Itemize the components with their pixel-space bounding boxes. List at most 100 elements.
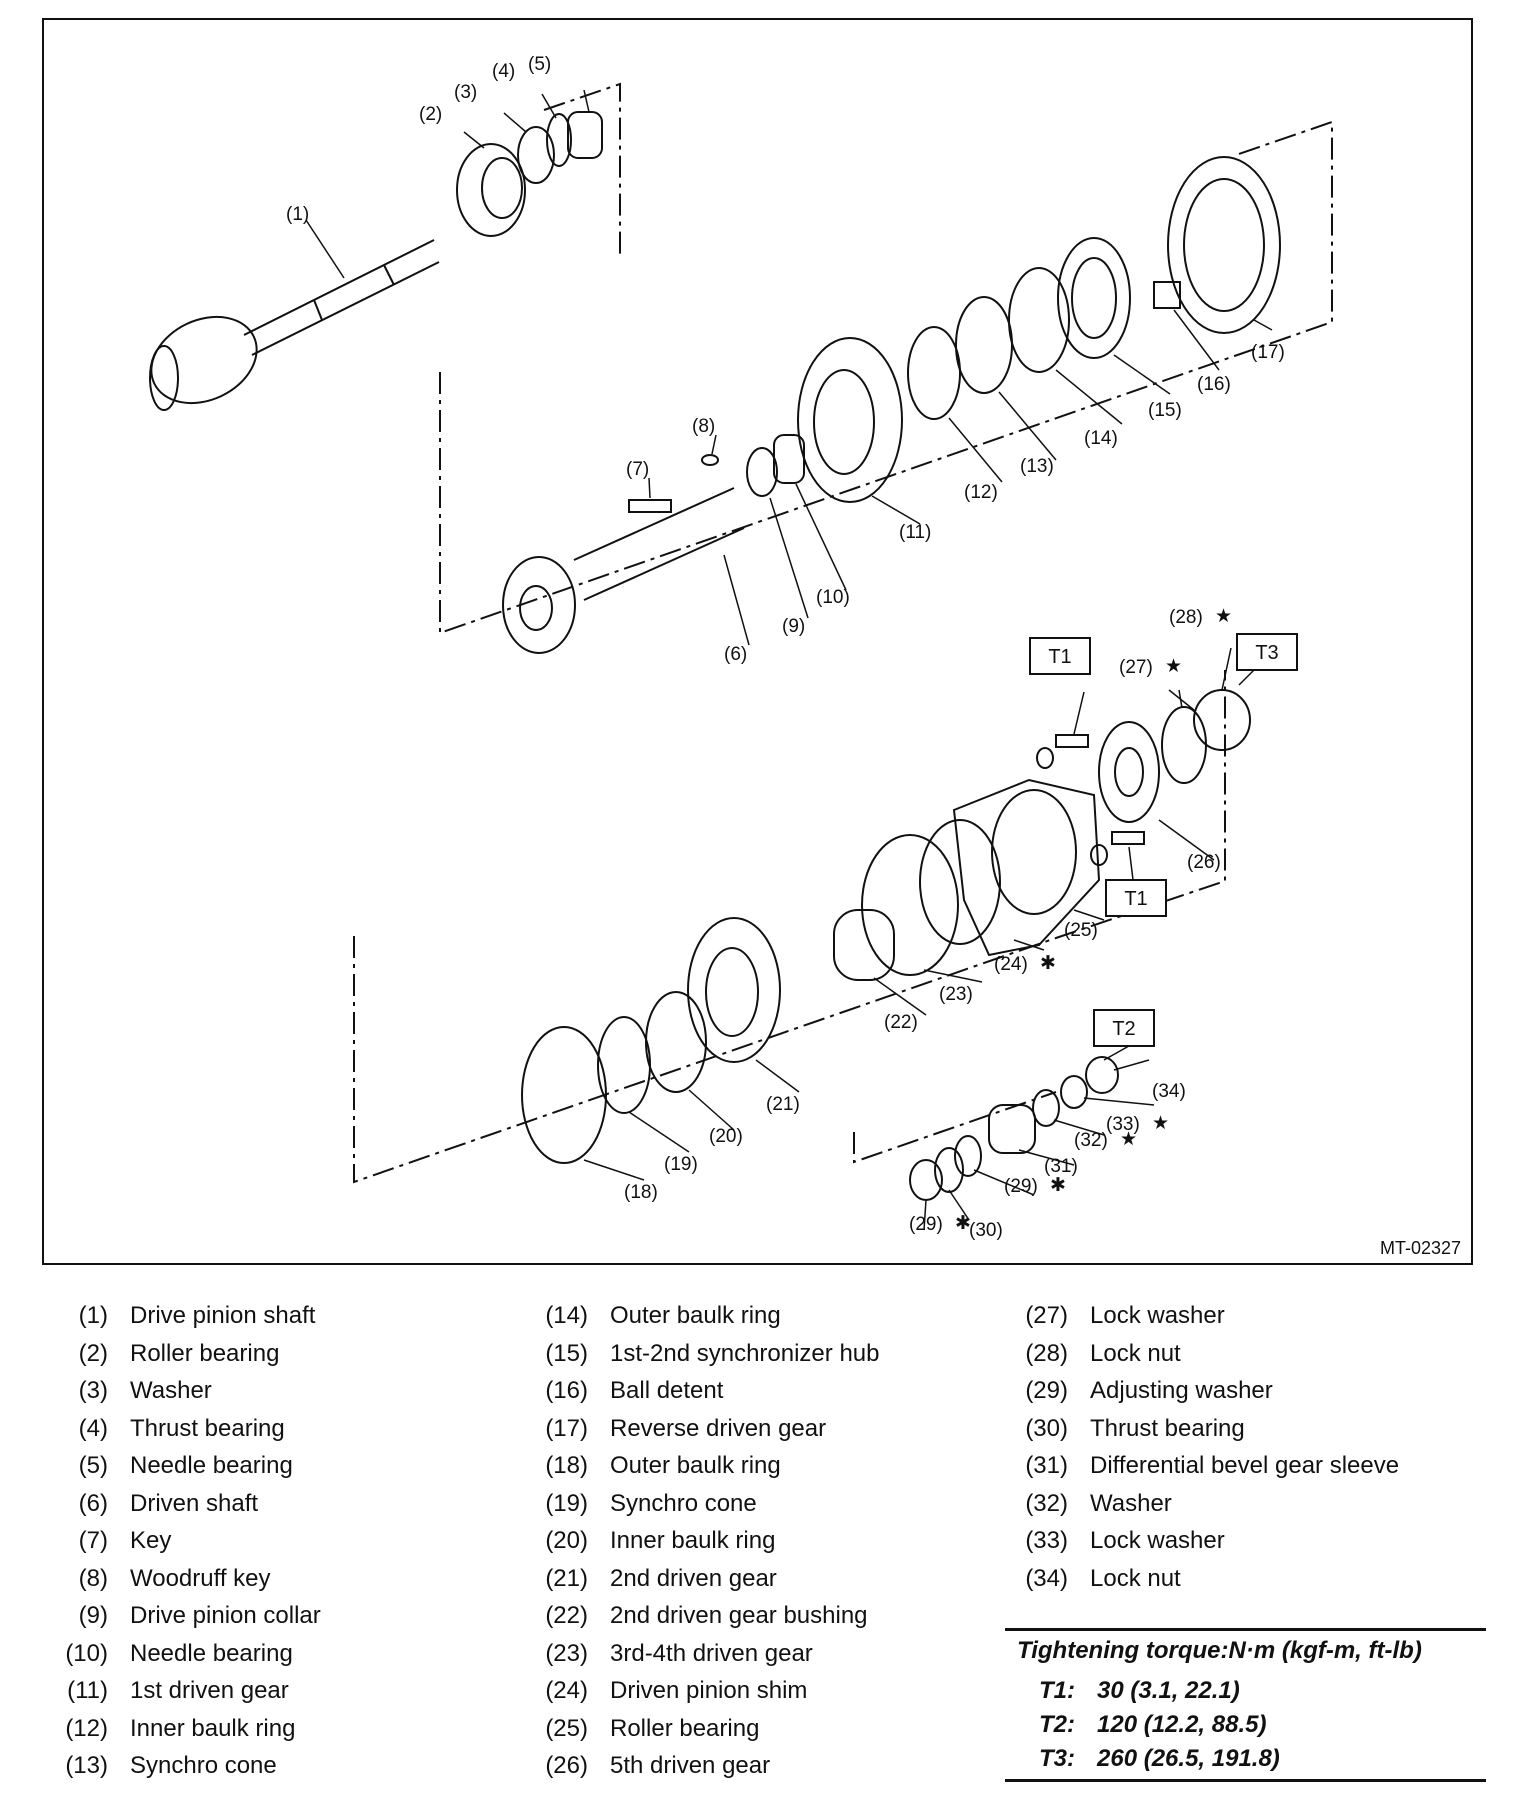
bolt-lower-part — [1111, 831, 1145, 845]
bevel-gear-sleeve-part — [988, 1104, 1036, 1154]
torque-key: T3: — [1039, 1745, 1075, 1772]
callout-label: (12) — [964, 482, 998, 503]
legend-item: (2) Roller bearing — [58, 1336, 518, 1372]
callout-label: (25) — [1064, 920, 1098, 941]
callout-label: (2) — [419, 104, 442, 125]
legend-item: (30)Thrust bearing — [1018, 1411, 1478, 1447]
driven-shaft-part — [502, 487, 745, 654]
washer-part — [517, 126, 555, 184]
outer-baulk-ring-part — [1008, 267, 1070, 373]
star-icon: ★ — [1165, 656, 1182, 677]
legend-text: Woodruff key — [130, 1564, 271, 1592]
outer-baulk-ring-18-part — [521, 1026, 607, 1164]
callout-label: (18) — [624, 1182, 658, 1203]
ball-detent-part — [1153, 281, 1181, 309]
callout-label: (9) — [782, 616, 805, 637]
legend-text: Drive pinion shaft — [130, 1302, 316, 1329]
legend-text: Roller bearing — [610, 1714, 760, 1742]
legend-text: 3rd-4th driven gear — [610, 1639, 813, 1667]
legend-number: (31) — [1025, 1452, 1068, 1479]
callout-label: (5) — [528, 54, 551, 75]
legend-item: (22)2nd driven gear bushing — [538, 1598, 998, 1634]
roller-bearing-part — [456, 143, 526, 237]
legend-item: (34)Lock nut — [1018, 1561, 1478, 1597]
torque-tag-label: T3 — [1255, 642, 1278, 664]
bolt-washer-upper-part — [1036, 747, 1054, 769]
callout-label: (29) — [1004, 1176, 1038, 1197]
legend-item: (29)Adjusting washer — [1018, 1373, 1478, 1409]
synchronizer-hub-part — [1057, 237, 1131, 359]
thrust-bearing-30-part — [934, 1147, 964, 1193]
callout-label: (33) — [1106, 1114, 1140, 1135]
legend-item: (15)1st-2nd synchronizer hub — [538, 1336, 998, 1372]
legend-text: Roller bearing — [130, 1339, 280, 1367]
legend-item: (6)Driven shaft — [58, 1486, 518, 1522]
legend-item: (24)Driven pinion shim — [538, 1673, 998, 1709]
torque-title: Tightening torque:N·m (kgf-m, ft-lb) — [1017, 1637, 1422, 1664]
driven-pinion-shim-part — [952, 778, 1101, 957]
asterisk-icon: ✱ — [1040, 953, 1056, 974]
callout-label: (16) — [1197, 374, 1231, 395]
torque-value: 260 (26.5, 191.8) — [1097, 1745, 1280, 1772]
callout-label: (10) — [816, 587, 850, 608]
legend-item: (26) 5th driven gear — [538, 1748, 998, 1784]
asterisk-icon: ✱ — [1050, 1175, 1066, 1196]
torque-row-t3: T3: 260 (26.5, 191.8) — [1005, 1745, 1475, 1779]
legend-number: (33) — [1025, 1527, 1068, 1554]
legend-text: 5th driven gear — [610, 1752, 771, 1779]
callout-label: (23) — [939, 984, 973, 1005]
legend-number: (9) — [78, 1602, 108, 1629]
legend-number: (11) — [67, 1677, 108, 1704]
legend-number: (2) — [78, 1339, 108, 1367]
torque-key: T2: — [1039, 1711, 1075, 1738]
legend-number: (34) — [1025, 1564, 1068, 1592]
legend-item: (5) Needle bearing — [58, 1448, 518, 1484]
legend-number: (5) — [78, 1452, 108, 1479]
legend-number: (8) — [78, 1564, 108, 1592]
torque-tag-label: T1 — [1124, 888, 1147, 910]
callout-label: (20) — [709, 1126, 743, 1147]
legend-number: (18) — [545, 1452, 588, 1479]
callout-label: (7) — [626, 459, 649, 480]
legend-item: (28)Lock nut — [1018, 1336, 1478, 1372]
legend-item: (17) Reverse driven gear — [538, 1411, 998, 1447]
legend-number: (12) — [65, 1714, 108, 1742]
legend-number: (20) — [545, 1527, 588, 1554]
torque-tag-box — [1093, 1009, 1155, 1047]
legend-text: Key — [130, 1527, 172, 1554]
legend-number: (1) — [78, 1302, 108, 1329]
legend-text: Thrust bearing — [1090, 1414, 1245, 1442]
legend-number: (17) — [545, 1414, 588, 1442]
legend-text: Outer baulk ring — [610, 1302, 781, 1329]
group-2-frame — [353, 670, 1226, 1184]
legend-item: (27)Lock washer — [1018, 1298, 1478, 1334]
callout-label: (28) — [1169, 607, 1203, 628]
legend-text: 2nd driven gear — [610, 1564, 777, 1592]
drive-pinion-shaft-part — [149, 239, 440, 411]
bolt-upper-part — [1055, 734, 1089, 748]
torque-value: 120 (12.2, 88.5) — [1097, 1711, 1267, 1738]
group-1-frame — [439, 120, 1333, 635]
legend-number: (19) — [545, 1489, 588, 1517]
star-icon: ★ — [1152, 1113, 1169, 1134]
torque-tag-label: T1 — [1048, 646, 1071, 668]
legend-number: (26) — [545, 1752, 588, 1779]
exploded-view-drawing: (1)(2)(3)(4)(5)(6)(7)(8)(9)(10)(11)(12)(… — [149, 54, 1333, 1241]
legend-number: (24) — [545, 1677, 588, 1704]
legend-text: Outer baulk ring — [610, 1452, 781, 1479]
legend-number: (32) — [1025, 1489, 1068, 1517]
legend-number: (22) — [545, 1602, 588, 1629]
callout-label: (3) — [454, 82, 477, 103]
legend-text: Needle bearing — [130, 1452, 293, 1479]
legend-item: (9)Drive pinion collar — [58, 1598, 518, 1634]
callout-label: (29) — [909, 1214, 943, 1235]
star-icon: ★ — [1215, 606, 1232, 627]
legend-number: (14) — [545, 1302, 588, 1329]
legend-text: Inner baulk ring — [610, 1527, 776, 1554]
legend-text: Reverse driven gear — [610, 1414, 827, 1442]
lock-nut-34-part — [1085, 1056, 1119, 1094]
lock-washer-27-part — [1161, 706, 1207, 784]
legend-item: (4)Thrust bearing — [58, 1411, 518, 1447]
legend-item: (21)2nd driven gear — [538, 1561, 998, 1597]
legend-text: Differential bevel gear sleeve — [1090, 1452, 1400, 1479]
